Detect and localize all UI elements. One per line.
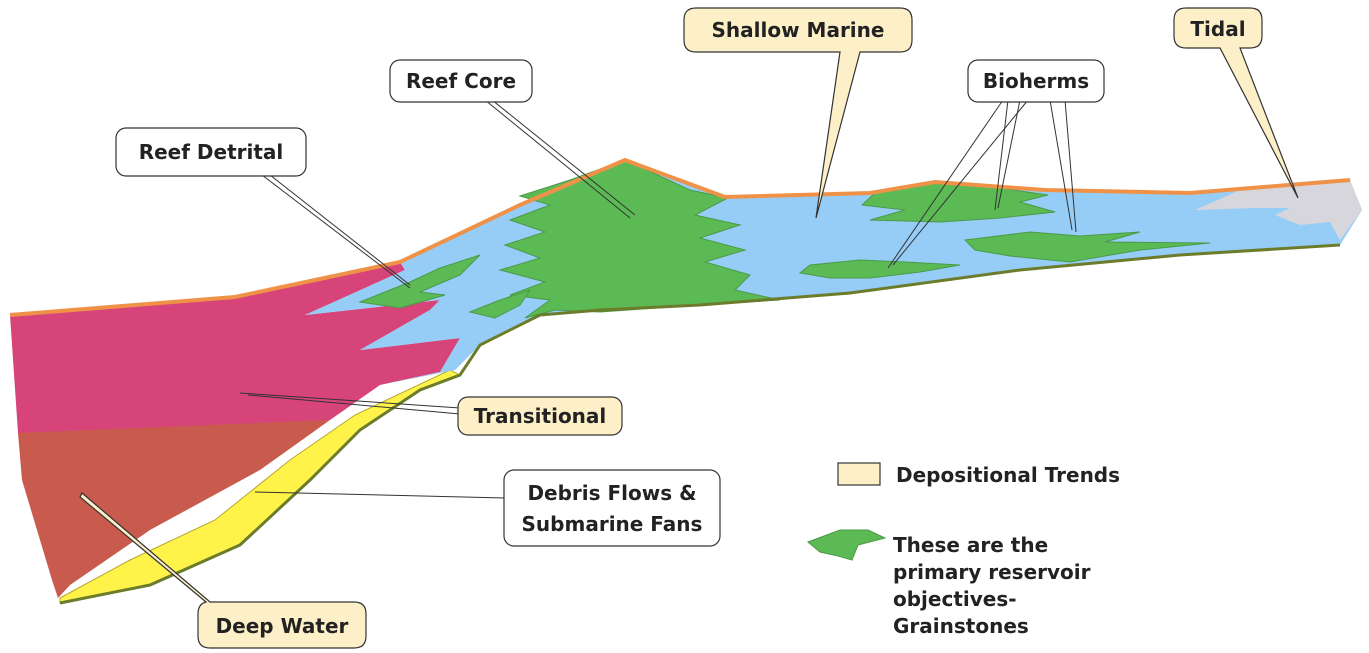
debris-flows-label-line2: Submarine Fans bbox=[522, 512, 703, 536]
bioherms-callout: Bioherms bbox=[968, 60, 1104, 102]
deep-water-label: Deep Water bbox=[216, 614, 349, 638]
reservoir-legend-line2: primary reservoir bbox=[893, 560, 1091, 584]
reef-detrital-callout: Reef Detrital bbox=[116, 128, 306, 176]
tidal-callout: Tidal bbox=[1174, 8, 1298, 198]
reef-core-label: Reef Core bbox=[406, 69, 516, 93]
grainstone-swatch-icon bbox=[808, 530, 885, 560]
legend: Depositional Trends These are the primar… bbox=[808, 463, 1120, 638]
reservoir-legend-line1: These are the bbox=[893, 533, 1048, 557]
reef-detrital-label: Reef Detrital bbox=[139, 140, 284, 164]
shallow-marine-label: Shallow Marine bbox=[712, 18, 885, 42]
debris-flows-callout: Debris Flows & Submarine Fans bbox=[504, 470, 720, 546]
tidal-label: Tidal bbox=[1190, 17, 1245, 41]
reservoir-legend-line4: Grainstones bbox=[893, 614, 1029, 638]
reef-core-callout: Reef Core bbox=[390, 60, 532, 102]
reservoir-legend-line3: objectives- bbox=[893, 587, 1017, 611]
transitional-callout: Transitional bbox=[458, 397, 622, 435]
depositional-trends-swatch bbox=[838, 463, 880, 485]
depositional-trends-legend-label: Depositional Trends bbox=[896, 463, 1120, 487]
transitional-label: Transitional bbox=[474, 404, 607, 428]
debris-flows-label-line1: Debris Flows & bbox=[527, 481, 696, 505]
bioherms-label: Bioherms bbox=[983, 69, 1089, 93]
shallow-marine-callout: Shallow Marine bbox=[684, 8, 912, 218]
